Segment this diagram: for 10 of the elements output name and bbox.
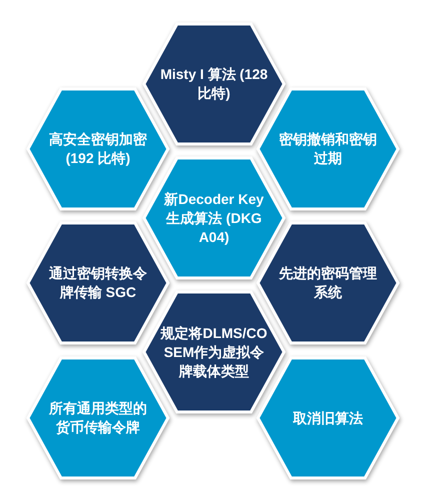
tile-text: 规定将DLMS/COSEM作为虚拟令牌载体类型 [160,324,268,380]
tile-text: 先进的密码管理系统 [278,264,378,302]
hexagon-tile [27,357,169,479]
tile-text: Misty I 算法 (128 比特) [160,65,268,103]
tile-text: 新Decoder Key 生成算法 (DKG A04) [163,190,265,246]
tile-text: 密钥撤销和密钥过期 [278,130,378,168]
tile-text: 通过密钥转换令牌传输 SGC [48,264,148,302]
tile-text: 高安全密钥加密 (192 比特) [48,130,148,168]
tile-text: 取消旧算法 [293,408,363,428]
tile-text: 所有通用类型的货币传输令牌 [48,399,148,437]
